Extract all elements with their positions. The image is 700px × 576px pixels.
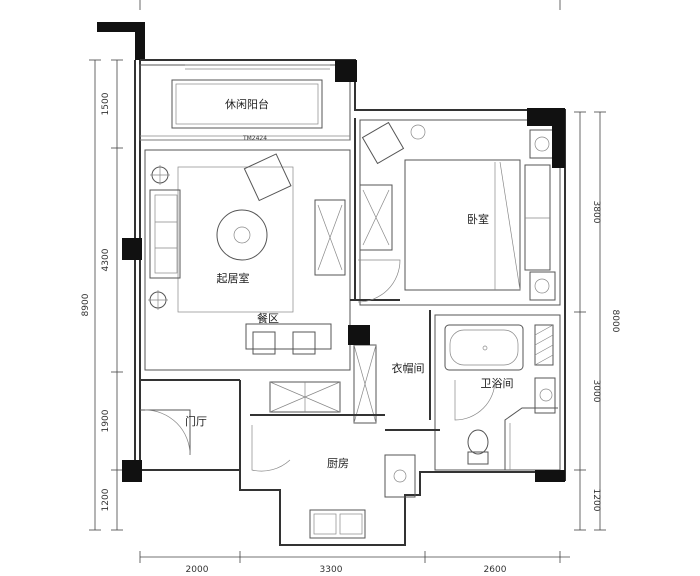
dining-area: 餐区 [245, 311, 332, 355]
dim-left-total: 8900 [81, 293, 91, 316]
room-kitchen: 厨房 [327, 457, 349, 470]
bathroom: 卫浴间 [434, 314, 561, 471]
dim-right-1: 3800 [591, 201, 601, 224]
room-closet: 衣帽间 [392, 361, 425, 375]
dim-left-2: 4300 [101, 248, 111, 271]
kitchen: 厨房 [250, 381, 440, 539]
room-foyer: 门厅 [185, 414, 207, 428]
left-dimension-lines [89, 59, 123, 531]
structural-columns [122, 60, 565, 482]
foyer: 门厅 [140, 379, 241, 470]
window-code: TM2424 [242, 135, 267, 142]
living-room: 起居室 [144, 149, 351, 371]
room-bedroom: 卧室 [467, 212, 489, 226]
bottom-dimension-lines [139, 0, 570, 563]
room-balcony: 休闲阳台 [225, 97, 269, 111]
room-bath: 卫浴间 [481, 377, 514, 390]
room-living: 起居室 [217, 271, 250, 285]
dim-left-1: 1500 [101, 92, 111, 115]
dim-right-2: 3000 [591, 380, 601, 403]
dim-bottom-3: 2600 [484, 565, 507, 575]
dim-right-total: 8000 [610, 310, 620, 333]
balcony: 休闲阳台 TM2424 [139, 64, 351, 142]
right-dimension-lines [574, 111, 606, 531]
bedroom: 卧室 [354, 118, 561, 306]
dim-left-4: 1200 [101, 488, 111, 511]
dim-bottom-2: 3300 [320, 565, 343, 575]
dim-bottom-1: 2000 [186, 565, 209, 575]
room-dining: 餐区 [257, 311, 279, 325]
dim-left-3: 1900 [101, 409, 111, 432]
dim-right-3: 1200 [591, 489, 601, 512]
